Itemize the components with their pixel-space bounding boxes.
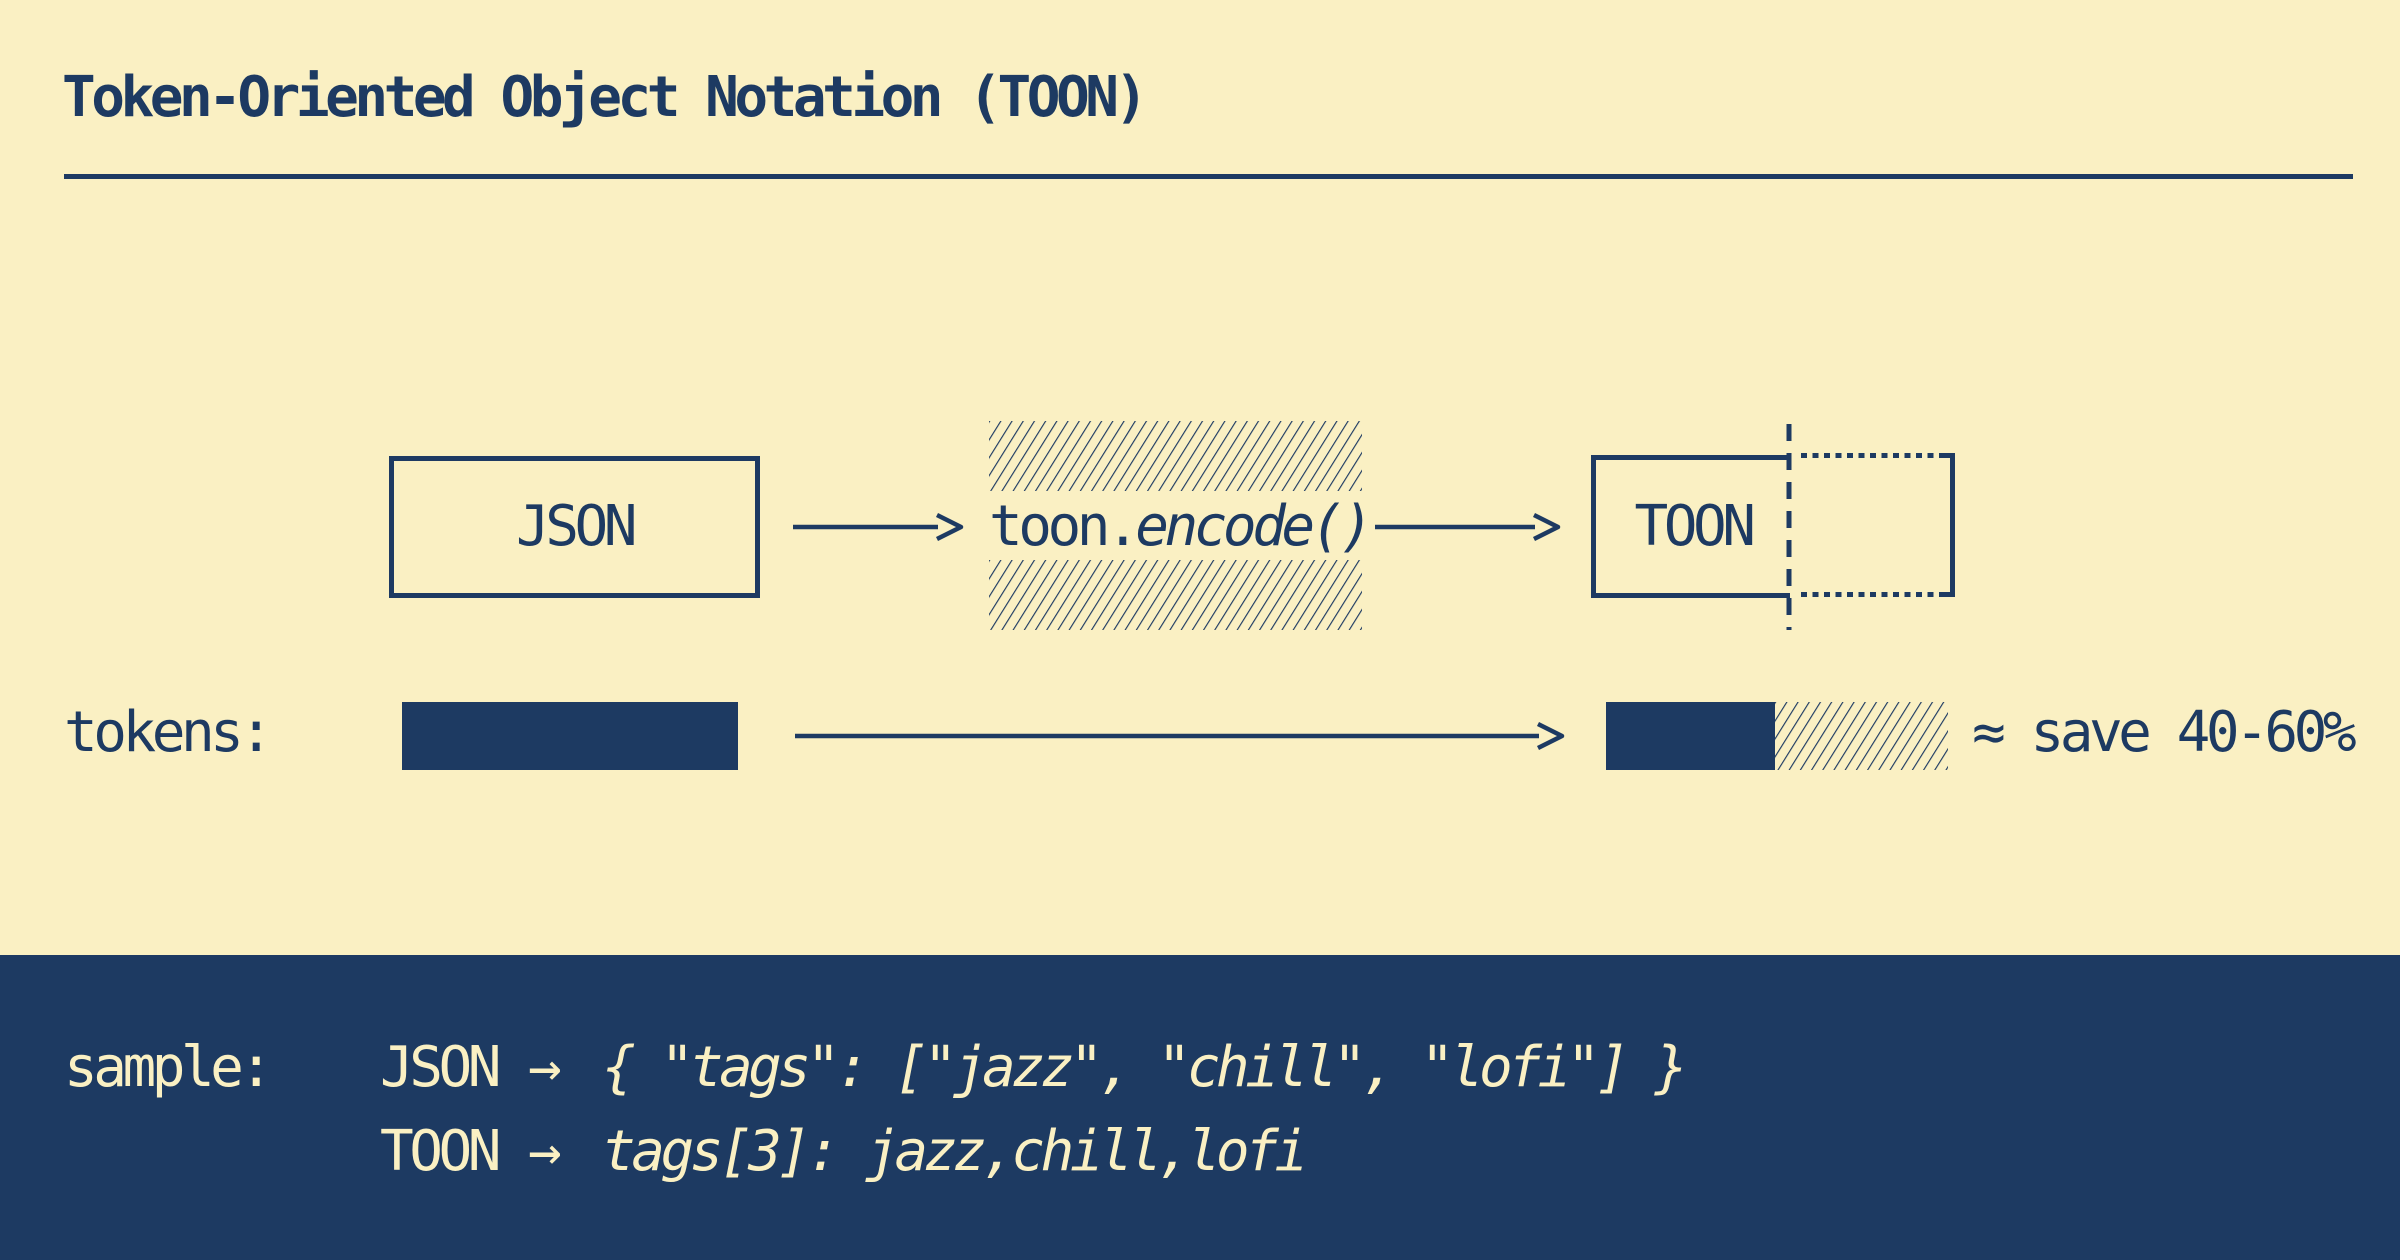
arrow-head (935, 512, 964, 542)
solid-right-bracket (1940, 453, 1955, 597)
arrow-head (1536, 721, 1565, 751)
arrow-head (1532, 512, 1561, 542)
toon-token-bar (1606, 702, 1775, 770)
sample-code-json: { "tags": ["jazz", "chill", "lofi"] } (602, 1035, 1688, 1100)
sample-arrow-toon: → (528, 1119, 562, 1184)
toon-box: TOON (1591, 455, 1790, 598)
sample-label: sample: (64, 1035, 273, 1100)
sample-panel: sample: JSON → { "tags": ["jazz", "chill… (0, 955, 2400, 1260)
json-box-label: JSON (516, 494, 637, 559)
page-title: Token-Oriented Object Notation (TOON) (62, 65, 1148, 130)
encoder-hatch-bottom (989, 560, 1362, 630)
sample-format-toon: TOON (380, 1119, 501, 1184)
hatch-fill (989, 421, 1362, 491)
flow-arrow-2 (1375, 512, 1561, 542)
encoder-prefix: toon. (989, 494, 1140, 559)
hatch-fill (1775, 702, 1948, 770)
title-underline (64, 174, 2353, 179)
sample-format-json: JSON (380, 1035, 501, 1100)
tokens-arrow (795, 721, 1565, 751)
flow-arrow-1 (793, 512, 964, 542)
cut-dashed-line (1786, 424, 1792, 630)
sample-code-toon: tags[3]: jazz,chill,lofi (602, 1119, 1308, 1184)
savings-note: ≈ save 40-60% (1972, 700, 2357, 765)
json-box: JSON (389, 456, 760, 598)
hatch-fill (989, 560, 1362, 630)
toon-box-label: TOON (1634, 493, 1756, 559)
encoder-hatch-top (989, 421, 1362, 491)
saved-tokens-outline (1801, 453, 1955, 597)
encoder-call: encode() (1135, 494, 1373, 559)
saved-token-bar-hatch (1775, 702, 1948, 770)
tokens-label: tokens: (64, 700, 273, 765)
json-token-bar (402, 702, 738, 770)
sample-arrow-json: → (528, 1035, 562, 1100)
encoder-label: toon.encode() (989, 499, 1374, 555)
